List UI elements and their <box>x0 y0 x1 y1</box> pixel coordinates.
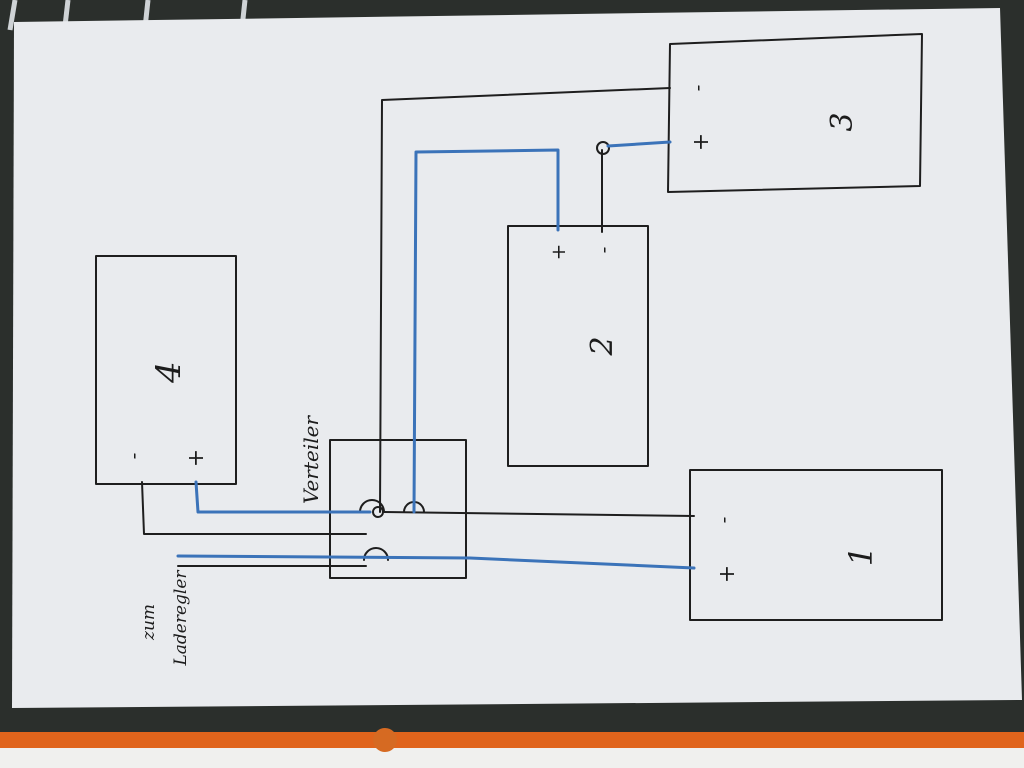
box-3-label: 3 <box>825 112 860 131</box>
binding-knot <box>373 728 397 752</box>
paper-sheet <box>12 8 1022 708</box>
box-2-terminal-minus: - <box>591 246 615 253</box>
blue-wires <box>176 140 696 570</box>
charger-note-line1: zum <box>139 604 159 641</box>
box-4-terminal-minus: - <box>121 452 145 459</box>
distributor-terminal-bottom <box>363 547 389 561</box>
component-box-4: 4 - + <box>95 255 237 485</box>
charger-note: zum Laderegler <box>139 570 191 667</box>
component-box-2: 2 + - <box>507 225 649 467</box>
notebook-cover <box>0 748 1024 768</box>
distributor-terminal-top-left <box>359 499 385 513</box>
box-3-terminal-plus: + <box>689 133 714 151</box>
box-2-label: 2 <box>585 336 620 356</box>
distributor-box: Verteiler <box>299 415 467 579</box>
box-1-label: 1 <box>842 546 880 566</box>
notebook-binding <box>0 732 1024 748</box>
box-1-terminal-minus: - <box>711 516 735 523</box>
box-4-label: 4 <box>149 361 189 384</box>
component-box-1: 1 - + <box>689 469 943 621</box>
box-3-terminal-minus: - <box>685 84 709 91</box>
charger-note-line2: Laderegler <box>171 570 191 667</box>
box-1-terminal-plus: + <box>715 565 740 583</box>
distributor-label: Verteiler <box>299 415 323 505</box>
box-4-terminal-plus: + <box>184 449 209 467</box>
black-wires <box>141 87 695 567</box>
box-2-terminal-plus: + <box>546 244 570 261</box>
